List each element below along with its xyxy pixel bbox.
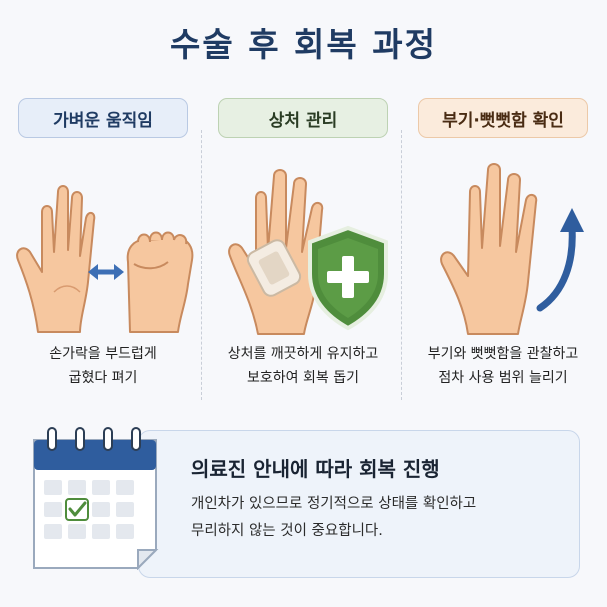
step-label: 부기·뻣뻣함 확인 xyxy=(418,98,588,138)
raised-hand-icon xyxy=(440,163,538,335)
step-caption: 상처를 깨끗하게 유지하고 보호하여 회복 돕기 xyxy=(227,346,379,386)
step-swelling-stiffness-check: 부기·뻣뻣함 확인 부기와 뻣뻣함을 관찰하고 점차 사용 범위 늘리기 xyxy=(408,92,598,404)
step-caption: 부기와 뻣뻣함을 관찰하고 점차 사용 범위 늘리기 xyxy=(427,346,579,386)
page-title: 수술 후 회복 과정 xyxy=(170,25,437,64)
shield-cross-icon xyxy=(308,225,388,331)
guidance-body: 개인차가 있으므로 정기적으로 상태를 확인하고 무리하지 않는 것이 중요합니… xyxy=(191,496,477,539)
swelling-check-illustration xyxy=(440,163,584,335)
curved-up-arrow-icon xyxy=(536,208,584,312)
guidance-panel: 의료진 안내에 따라 회복 진행 개인차가 있으므로 정기적으로 상태를 확인하… xyxy=(138,430,580,578)
open-hand-icon xyxy=(16,185,96,333)
hand-movement-illustration xyxy=(16,185,194,333)
calendar-check-icon xyxy=(33,427,159,570)
step-label: 상처 관리 xyxy=(218,98,388,138)
step-label: 가벼운 움직임 xyxy=(18,98,188,138)
hand-with-bandage-icon xyxy=(228,169,324,335)
column-divider xyxy=(201,130,202,400)
fist-icon xyxy=(126,231,194,333)
step-wound-care: 상처 관리 상처를 깨끗하게 유지하고 보호하여 회복 돕기 xyxy=(208,92,398,404)
step-gentle-movement: 가벼운 움직임 손가락을 부드럽게 굽혔다 펴기 xyxy=(8,92,198,404)
wound-care-illustration xyxy=(228,169,388,335)
step-caption: 손가락을 부드럽게 굽혔다 펴기 xyxy=(49,346,157,386)
double-arrow-icon xyxy=(88,264,124,280)
guidance-title: 의료진 안내에 따라 회복 진행 xyxy=(191,457,440,481)
column-divider xyxy=(401,130,402,400)
